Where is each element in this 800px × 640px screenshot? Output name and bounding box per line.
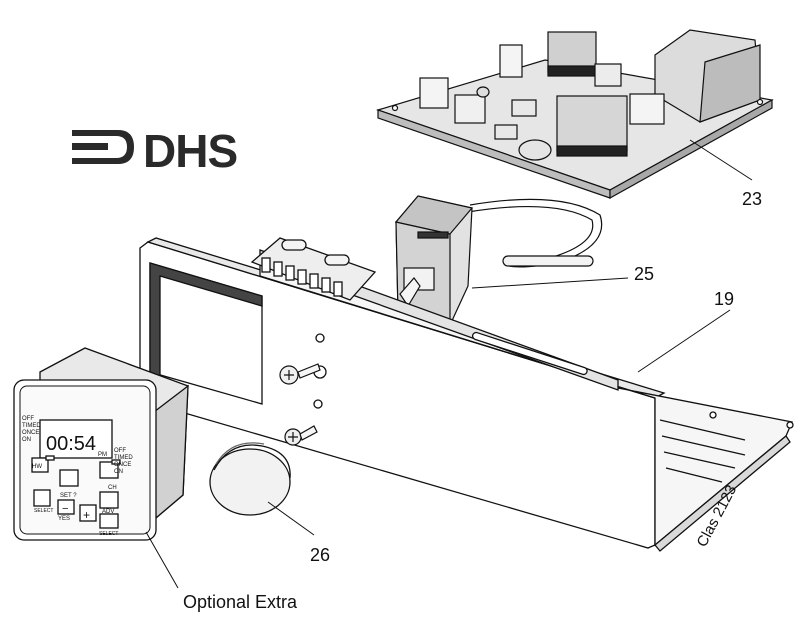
- select-left-label: SELECT: [34, 508, 53, 514]
- leader-lines: [145, 139, 753, 589]
- screw-part: [279, 363, 321, 446]
- hw-label: HW: [32, 464, 42, 470]
- set-label: SET ?: [60, 493, 77, 499]
- mode-off-right: OFF: [114, 448, 126, 454]
- dhs-logo-text: DHS: [143, 125, 237, 177]
- lcd-ampm: PM: [98, 452, 107, 458]
- mode-off-left: OFF: [22, 416, 34, 422]
- mode-timed-left: TIMED: [22, 423, 41, 429]
- callout-26: 26: [310, 545, 331, 565]
- knob-part: [209, 442, 291, 516]
- mode-timed-right: TIMED: [114, 455, 133, 461]
- thermostat-part: [394, 195, 603, 326]
- adv-label: ADV: [102, 509, 114, 515]
- circuit-board-part: [376, 29, 774, 200]
- ch-label: CH: [108, 485, 117, 491]
- mode-on-left: ON: [22, 437, 31, 443]
- timer-labels: OFF TIMED ONCE ON OFF TIMED ONCE ON 00:5…: [22, 416, 133, 537]
- plus-symbol: +: [83, 508, 90, 522]
- mode-once-left: ONCE: [22, 430, 39, 436]
- optional-extra-caption: Optional Extra: [183, 592, 298, 612]
- chassis-part: [139, 237, 794, 552]
- timer-module: [13, 347, 189, 541]
- select-right-label: SELECT: [99, 531, 118, 537]
- mode-on-right: ON: [114, 469, 123, 475]
- callout-19: 19: [714, 289, 735, 309]
- yes-label: YES: [58, 516, 70, 522]
- lcd-time: 00:54: [46, 433, 96, 455]
- minus-symbol: −: [62, 503, 68, 515]
- callout-25: 25: [634, 264, 655, 284]
- dhs-logo: DHS: [72, 125, 238, 177]
- callout-23: 23: [742, 189, 763, 209]
- mode-once-right: ONCE: [114, 462, 131, 468]
